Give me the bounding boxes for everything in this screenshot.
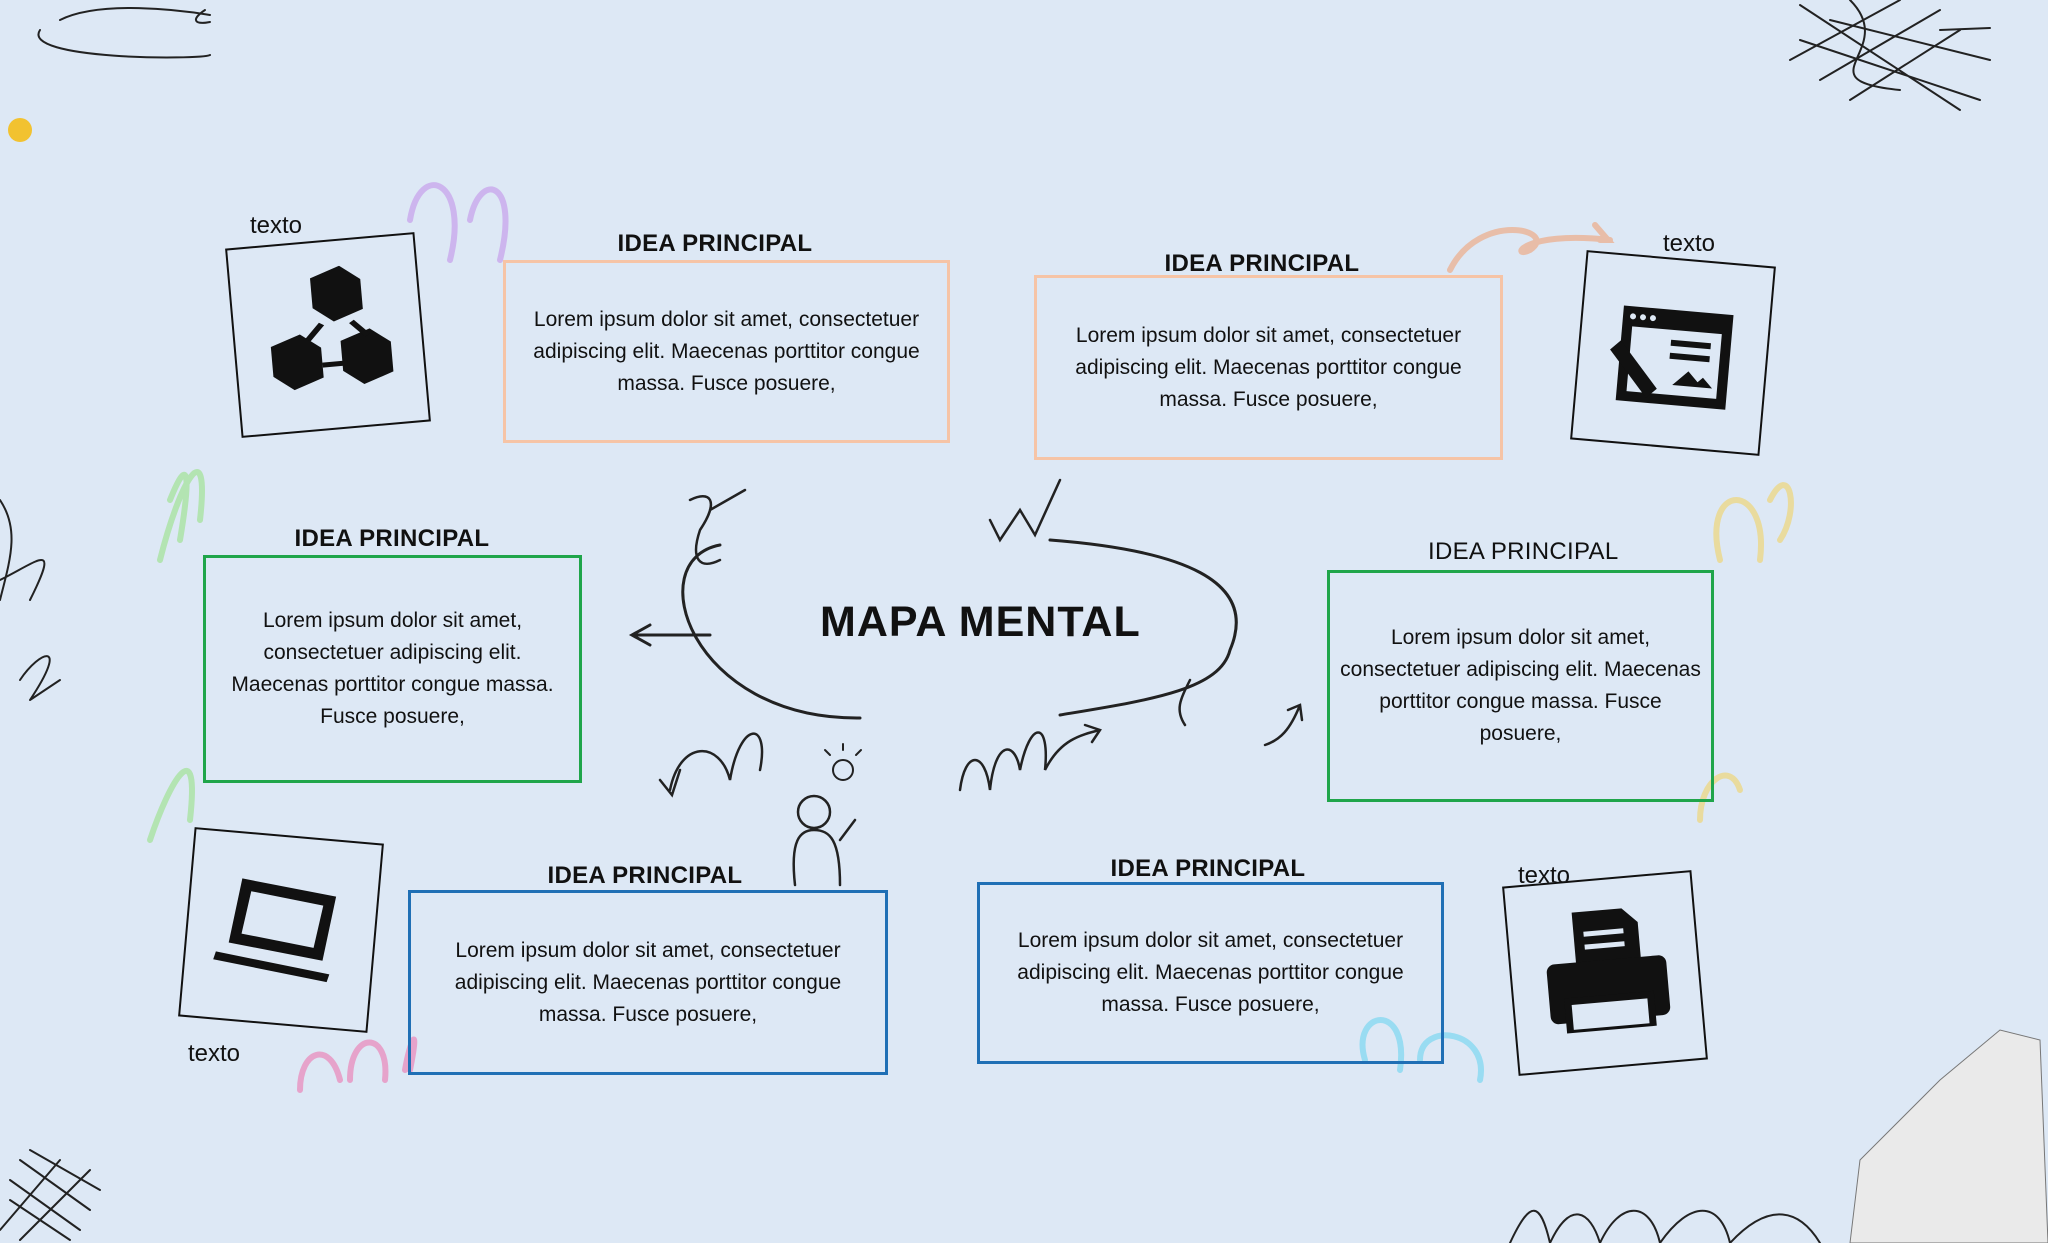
note-card-top-right (1570, 250, 1776, 456)
central-topic: MAPA MENTAL (820, 598, 1141, 646)
node-title-mid-left: IDEA PRINCIPAL (294, 525, 490, 552)
note-card-bottom-left (178, 827, 384, 1033)
node-box-bottom-right: Lorem ipsum dolor sit amet, consectetuer… (977, 882, 1444, 1064)
note-card-top-left (225, 232, 431, 438)
web-design-icon (1610, 305, 1734, 410)
node-body: Lorem ipsum dolor sit amet, consectetuer… (454, 938, 842, 1026)
node-title-top-right: IDEA PRINCIPAL (1164, 250, 1360, 277)
node-box-mid-right: Lorem ipsum dolor sit amet, consectetuer… (1327, 570, 1714, 802)
node-title-top-left: IDEA PRINCIPAL (617, 230, 813, 257)
node-title-bottom-left: IDEA PRINCIPAL (547, 862, 743, 889)
note-label-top-right: texto (1663, 230, 1716, 257)
note-card-bottom-right (1502, 870, 1708, 1076)
node-box-top-left: Lorem ipsum dolor sit amet, consectetuer… (503, 260, 950, 443)
node-box-top-right: Lorem ipsum dolor sit amet, consectetuer… (1034, 275, 1503, 460)
node-body: Lorem ipsum dolor sit amet, consectetuer… (1075, 323, 1462, 411)
node-body: Lorem ipsum dolor sit amet, consectetuer… (1017, 929, 1404, 1016)
node-body: Lorem ipsum dolor sit amet, consectetuer… (1340, 626, 1701, 745)
note-label-bottom-left: texto (188, 1040, 241, 1067)
laptop-icon (213, 878, 337, 983)
cubes-network-icon (270, 265, 394, 391)
printer-icon (1546, 908, 1671, 1034)
node-box-bottom-left: Lorem ipsum dolor sit amet, consectetuer… (408, 890, 888, 1075)
node-title-bottom-right: IDEA PRINCIPAL (1110, 855, 1306, 882)
node-body: Lorem ipsum dolor sit amet, consectetuer… (533, 307, 920, 395)
node-title-mid-right: IDEA PRINCIPAL (1428, 538, 1619, 565)
node-box-mid-left: Lorem ipsum dolor sit amet, consectetuer… (203, 555, 582, 783)
note-label-top-left: texto (250, 212, 303, 239)
node-body: Lorem ipsum dolor sit amet, consectetuer… (231, 609, 554, 728)
